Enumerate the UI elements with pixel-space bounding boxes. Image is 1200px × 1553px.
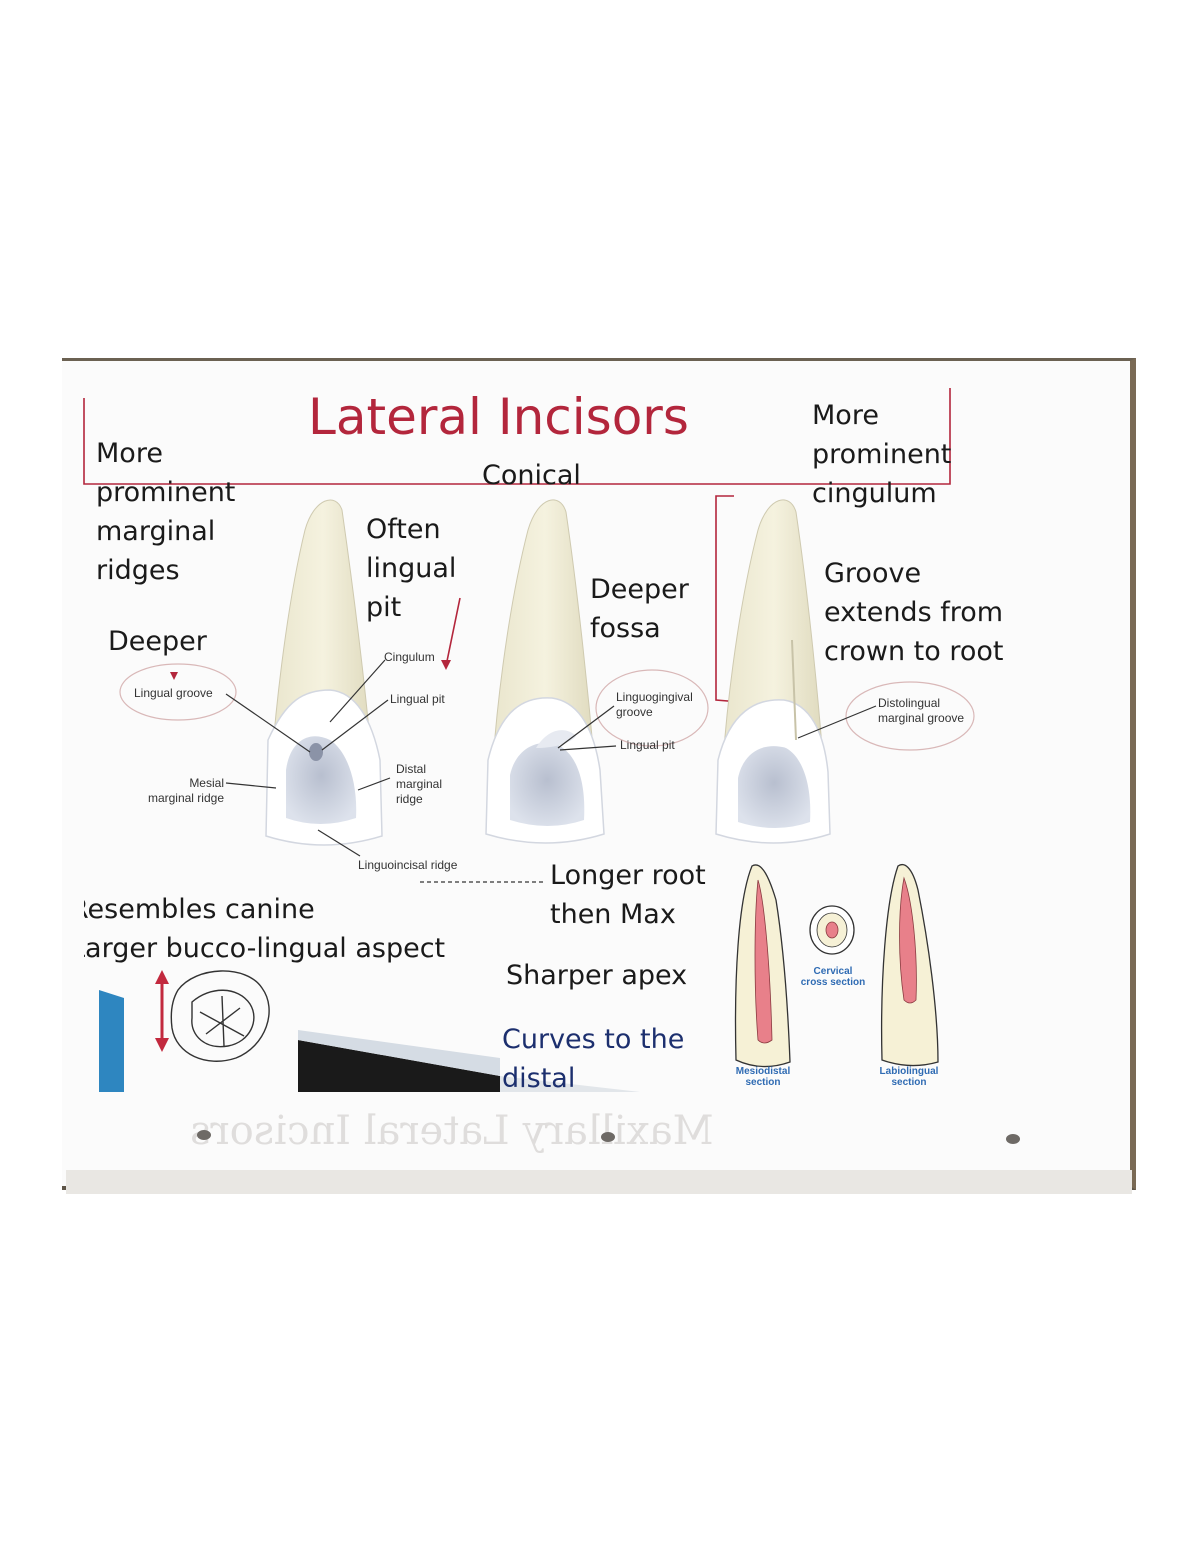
- bucco-lingual-double-arrow: [155, 970, 169, 1052]
- label-mesiodistal-section: Mesiodistal section: [728, 1066, 798, 1088]
- label-mesial-marginal-ridge: Mesial marginal ridge: [134, 776, 224, 806]
- note-line: extends from: [824, 593, 1003, 632]
- note-line: More: [96, 434, 235, 473]
- note-line: fossa: [590, 609, 689, 648]
- cervical-cross-section: [810, 906, 854, 954]
- note-deeper-groove: Deeper: [108, 622, 207, 661]
- note-lingual-pit: Often lingual pit: [366, 510, 456, 627]
- note-line: Groove: [824, 554, 1003, 593]
- slide-title: Lateral Incisors: [308, 388, 689, 446]
- label-line: Distolingual: [878, 696, 964, 711]
- note-sharper-apex: Sharper apex: [506, 956, 687, 995]
- label-line: marginal ridge: [134, 791, 224, 806]
- note-resembles-canine: Resembles canine Larger bucco-lingual as…: [84, 890, 484, 968]
- note-line: prominent: [96, 473, 235, 512]
- label-line: Mesiodistal: [728, 1066, 798, 1077]
- note-line: pit: [366, 588, 456, 627]
- label-line: ridge: [396, 792, 442, 807]
- label-lingual-pit-2: Lingual pit: [620, 738, 675, 753]
- note-line: Deeper: [590, 570, 689, 609]
- note-line: Curves to the: [502, 1020, 684, 1059]
- label-line: groove: [616, 705, 693, 720]
- note-longer-root: Longer root then Max: [550, 856, 706, 934]
- note-line: Often: [366, 510, 456, 549]
- tooth-lingual-view-3: [716, 500, 830, 843]
- note-prominent-cingulum: More prominent cingulum: [812, 396, 951, 513]
- label-line: Distal: [396, 762, 442, 777]
- crown-outline-drawing: [171, 971, 269, 1061]
- note-line: Longer root: [550, 856, 706, 895]
- label-line: marginal: [396, 777, 442, 792]
- label-line: cross section: [796, 977, 870, 988]
- mesiodistal-section: [736, 865, 790, 1067]
- note-line: cingulum: [812, 474, 951, 513]
- label-line: Labiolingual: [872, 1066, 946, 1077]
- label-lingual-pit: Lingual pit: [390, 692, 445, 707]
- note-line: crown to root: [824, 632, 1003, 671]
- note-marginal-ridges: More prominent marginal ridges: [96, 434, 235, 590]
- label-line: marginal groove: [878, 711, 964, 726]
- note-line: Larger bucco-lingual aspect: [84, 929, 484, 968]
- note-curves-distal: Curves to the distal: [502, 1020, 684, 1098]
- label-linguoincisal-ridge: Linguoincisal ridge: [358, 858, 457, 873]
- label-line: Linguogingival: [616, 690, 693, 705]
- label-lingual-groove: Lingual groove: [134, 686, 213, 701]
- note-line: ridges: [96, 551, 235, 590]
- note-line: lingual: [366, 549, 456, 588]
- label-line: Mesial: [134, 776, 224, 791]
- label-linguogingival-groove: Linguogingival groove: [616, 690, 693, 720]
- note-line: marginal: [96, 512, 235, 551]
- note-groove-extends: Groove extends from crown to root: [824, 554, 1003, 671]
- label-distolingual-groove: Distolingual marginal groove: [878, 696, 964, 726]
- note-line: Resembles canine: [84, 890, 484, 929]
- label-cingulum: Cingulum: [384, 650, 435, 665]
- tooth-lingual-view-2: [486, 500, 604, 843]
- label-distal-marginal-ridge: Distal marginal ridge: [396, 762, 442, 807]
- note-conical: Conical: [482, 456, 581, 495]
- label-labiolingual-section: Labiolingual section: [872, 1066, 946, 1088]
- note-line: prominent: [812, 435, 951, 474]
- label-cervical-cross-section: Cervical cross section: [796, 966, 870, 988]
- label-line: section: [872, 1077, 946, 1088]
- labiolingual-section: [882, 865, 938, 1066]
- tooth-lingual-view-1: [266, 500, 382, 845]
- note-line: distal: [502, 1059, 684, 1098]
- label-line: section: [728, 1077, 798, 1088]
- note-deeper-fossa: Deeper fossa: [590, 570, 689, 648]
- note-line: then Max: [550, 895, 706, 934]
- note-line: More: [812, 396, 951, 435]
- label-line: Cervical: [796, 966, 870, 977]
